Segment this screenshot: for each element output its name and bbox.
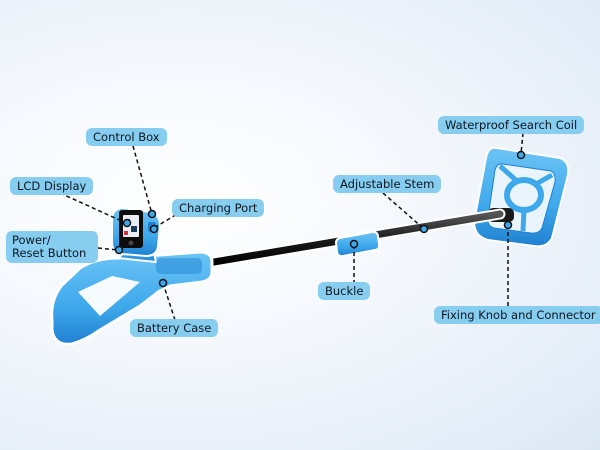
- charging-port-label: Charging Port: [172, 199, 265, 217]
- fixing-knob-connector-label: Fixing Knob and Connector: [434, 306, 600, 324]
- control-box-label: Control Box: [86, 128, 167, 146]
- lcd-display-label: LCD Display: [10, 177, 94, 195]
- power-reset-line2: Reset Button: [12, 246, 87, 260]
- search-coil: [472, 146, 570, 248]
- anchor-dots: [114, 150, 526, 288]
- battery-case-label: Battery Case: [130, 319, 219, 337]
- waterproof-search-coil-label: Waterproof Search Coil: [438, 116, 585, 134]
- power-reset-button-label: Power/ Reset Button: [6, 231, 98, 263]
- adjustable-stem-label: Adjustable Stem: [333, 175, 442, 193]
- buckle-label: Buckle: [318, 282, 371, 300]
- leader-lines: [59, 132, 524, 321]
- power-reset-line1: Power/: [12, 233, 51, 247]
- control-box-shape: [111, 206, 162, 258]
